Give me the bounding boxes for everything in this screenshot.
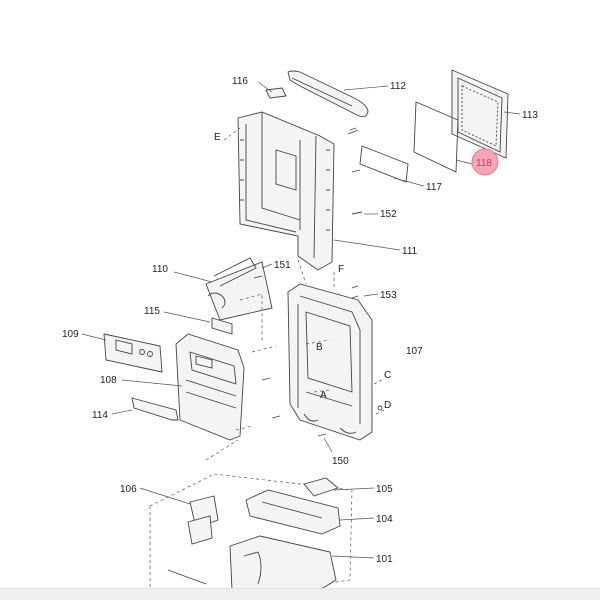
part-106-bracket (187, 495, 219, 545)
letter-e: E (214, 132, 221, 143)
letter-d: D (384, 400, 391, 411)
part-101-base (167, 535, 337, 597)
leader-lines (81, 81, 521, 559)
callout-152: 152 (380, 209, 397, 220)
callout-101: 101 (376, 554, 393, 565)
callout-107: 107 (406, 346, 423, 357)
letter-c: C (384, 370, 391, 381)
callout-112: 112 (390, 81, 406, 92)
callout-labels: 116 112 113 118 117 152 111 110 151 153 … (62, 76, 538, 565)
callout-106: 106 (120, 484, 137, 495)
callout-150: 150 (332, 456, 349, 467)
callout-108: 108 (100, 375, 117, 386)
callout-118: 118 (476, 158, 492, 169)
part-115-plate (211, 317, 233, 335)
callout-114: 114 (92, 410, 108, 421)
screws-111 (347, 127, 363, 215)
callout-115: 115 (144, 306, 160, 317)
callout-105: 105 (376, 484, 393, 495)
part-110-bracket (205, 257, 273, 321)
part-118-filter-sheet (413, 101, 459, 173)
letter-b: B (316, 342, 323, 353)
page-bottom-bar (0, 588, 600, 600)
part-109-overlay (103, 333, 163, 373)
callout-111: 111 (402, 246, 418, 257)
letter-a: A (320, 390, 327, 401)
callout-110: 110 (152, 264, 168, 275)
highlight-118 (471, 148, 499, 176)
part-113-filter-frame (451, 69, 509, 159)
callout-153: 153 (380, 290, 397, 301)
part-114-handle (131, 397, 179, 421)
callout-151: 151 (274, 260, 291, 271)
assembly-letters: E F B A C D (214, 132, 391, 411)
part-112-handle (287, 70, 369, 118)
callout-113: 113 (522, 110, 538, 121)
callout-117: 117 (426, 182, 442, 193)
part-111-rear-housing (237, 111, 335, 271)
part-105-cover (303, 477, 339, 497)
part-117-panel (359, 145, 409, 183)
screws-misc (253, 275, 383, 437)
assembly-guides (205, 127, 385, 461)
part-116-label (265, 87, 287, 99)
callout-104: 104 (376, 514, 393, 525)
part-107-main-body (287, 283, 373, 441)
part-108-front-panel (175, 333, 245, 441)
letter-f: F (338, 264, 344, 275)
base-dashed-outline (149, 473, 353, 600)
callout-116-top: 116 (232, 76, 248, 87)
callout-109: 109 (62, 329, 79, 340)
part-104-tray (245, 489, 341, 535)
